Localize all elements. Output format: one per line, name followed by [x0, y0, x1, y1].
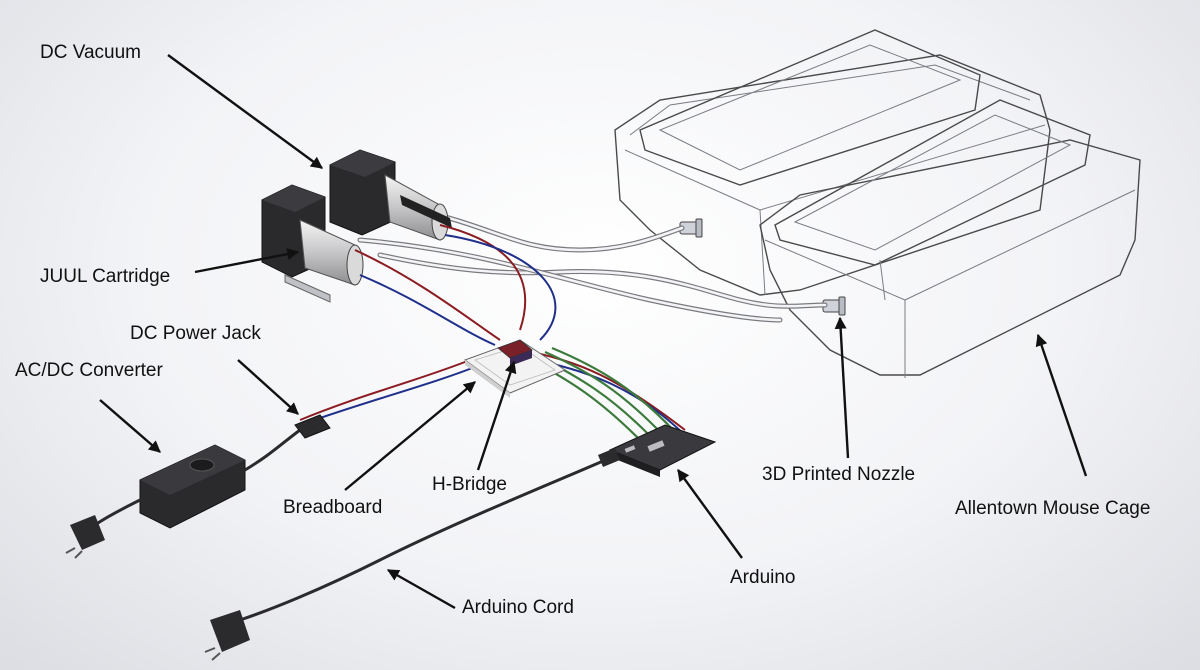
arrow-3d-printed-nozzle-icon [834, 316, 850, 459]
dc-vacuum-pump [329, 149, 452, 241]
label-ac-dc-converter: AC/DC Converter [15, 360, 163, 381]
label-juul-cartridge: JUUL Cartridge [40, 266, 170, 287]
nozzle-front-cage [822, 296, 846, 316]
juul-cartridge-pump [261, 184, 364, 303]
arrow-h-bridge-icon [476, 360, 517, 471]
label-dc-power-jack: DC Power Jack [130, 323, 261, 344]
arrow-allentown-mouse-cage-icon [1035, 333, 1088, 477]
label-dc-vacuum: DC Vacuum [40, 42, 141, 63]
arrow-ac-dc-converter-icon [99, 399, 161, 453]
arrow-breadboard-icon [344, 381, 476, 491]
arrow-juul-cartridge-icon [194, 248, 300, 274]
arrow-dc-power-jack-icon [237, 359, 299, 415]
label-3d-printed-nozzle: 3D Printed Nozzle [762, 464, 915, 485]
arduino-cord [204, 448, 620, 661]
label-breadboard: Breadboard [283, 497, 382, 518]
mouse-cage-back [614, 29, 1051, 296]
label-allentown-mouse-cage: Allentown Mouse Cage [955, 498, 1150, 519]
arduino-board [608, 424, 717, 477]
label-h-bridge: H-Bridge [432, 474, 507, 495]
dc-power-jack [294, 414, 331, 439]
arrow-dc-vacuum-icon [167, 54, 323, 169]
tubing [357, 207, 828, 323]
mouse-cage-front [759, 99, 1141, 378]
ac-dc-converter [65, 428, 302, 559]
label-arduino-cord: Arduino Cord [462, 597, 574, 618]
arrow-arduino-icon [677, 469, 743, 559]
nozzle-back-cage [679, 218, 703, 238]
label-arduino: Arduino [730, 567, 796, 588]
callout-arrows [99, 54, 1088, 610]
arrow-arduino-cord-icon [386, 568, 456, 610]
